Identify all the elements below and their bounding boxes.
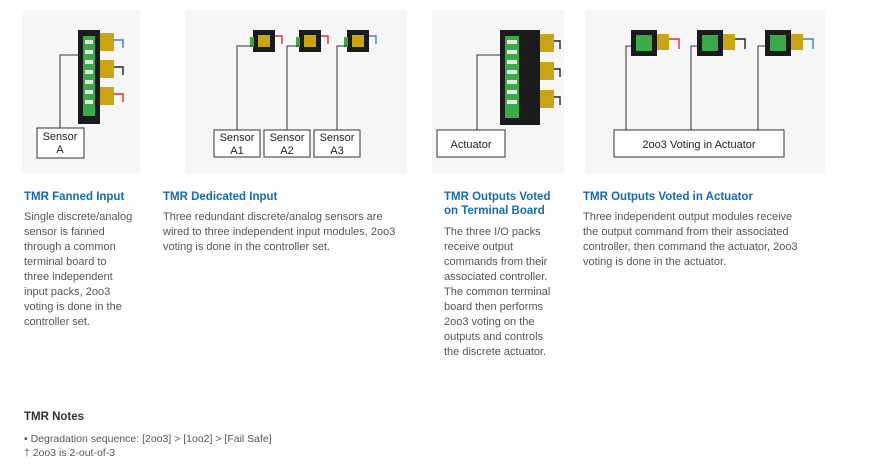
dedicated-input-title: TMR Dedicated Input: [163, 191, 278, 203]
body-line: voting is done in the actuator.: [583, 256, 727, 268]
body-line: receive output: [444, 241, 514, 253]
body-line: associated controller.: [444, 271, 548, 283]
body-line: controller set.: [24, 316, 91, 328]
voted-actuator-wires: [625, 45, 765, 130]
fanned-input-body: Single discrete/analog sensor is fanned …: [24, 210, 154, 330]
body-line: Single discrete/analog: [24, 211, 133, 223]
body-line: 2oo3 voting on the: [444, 316, 535, 328]
notes-title: TMR Notes: [24, 411, 85, 423]
dedicated-sensor-wires: [236, 45, 347, 130]
body-line: The three I/O packs: [444, 226, 541, 238]
body-line: board then performs: [444, 301, 544, 313]
title-line: TMR Outputs Voted: [444, 191, 551, 203]
fanned-terminal-board: [78, 30, 100, 124]
body-line: outputs and controls: [444, 331, 544, 343]
sensor-a3-line2: A3: [330, 145, 343, 157]
voted-terminal-body: The three I/O packs receive output comma…: [444, 225, 574, 360]
fanned-input-title: TMR Fanned Input: [24, 191, 125, 203]
fanned-sensor-label-2: A: [56, 144, 64, 156]
dedicated-input-body: Three redundant discrete/analog sensors …: [163, 210, 423, 255]
body-line: sensor is fanned: [24, 226, 105, 238]
sensor-a3-line1: Sensor: [320, 132, 355, 144]
body-line: commands from their: [444, 256, 548, 268]
body-line: The common terminal: [444, 286, 551, 298]
body-line: Three independent output modules receive: [583, 211, 793, 223]
body-line: terminal board to: [24, 256, 107, 268]
fanned-sensor-wire: [59, 54, 80, 128]
body-line: input packs, 2oo3: [24, 286, 111, 298]
sensor-a1-line1: Sensor: [220, 132, 255, 144]
body-line: wired to three independent input modules…: [163, 226, 396, 238]
sensor-a2-line2: A2: [280, 145, 293, 157]
title-line: on Terminal Board: [444, 205, 545, 217]
body-line: controller, then command the actuator, 2…: [583, 241, 798, 253]
fanned-sensor-label-1: Sensor: [43, 131, 78, 143]
dedicated-io-packs: [250, 30, 377, 52]
sensor-a1-line2: A1: [230, 145, 243, 157]
body-line: the discrete actuator.: [444, 346, 547, 358]
note-2oo3-definition: † 2oo3 is 2-out-of-3: [24, 447, 116, 459]
body-line: through a common: [24, 241, 116, 253]
note-degradation: • Degradation sequence: [2oo3] > [1oo2] …: [24, 433, 272, 445]
actuator-label: Actuator: [451, 139, 492, 151]
voting-actuator-box: [613, 129, 785, 158]
body-line: three independent: [24, 271, 113, 283]
voted-actuator-title: TMR Outputs Voted in Actuator: [583, 191, 753, 203]
dedicated-sensor-boxes: [213, 129, 361, 158]
voted-terminal-board: [500, 30, 561, 125]
fanned-sensor-box: [36, 127, 85, 159]
voted-actuator-body: Three independent output modules receive…: [583, 210, 843, 270]
fanned-io-packs: [100, 33, 124, 105]
sensor-a2-line1: Sensor: [270, 132, 305, 144]
body-line: voting is done in the: [24, 301, 122, 313]
voted-terminal-title: TMR Outputs Voted on Terminal Board: [444, 190, 550, 218]
actuator-box: [436, 129, 506, 158]
voted-actuator-io-packs: [631, 30, 814, 56]
body-line: voting is done in the controller set.: [163, 241, 330, 253]
voting-actuator-label: 2oo3 Voting in Actuator: [642, 139, 755, 151]
body-line: Three redundant discrete/analog sensors …: [163, 211, 383, 223]
body-line: the output command from their associated: [583, 226, 789, 238]
voted-terminal-actuator-wire: [476, 54, 500, 130]
